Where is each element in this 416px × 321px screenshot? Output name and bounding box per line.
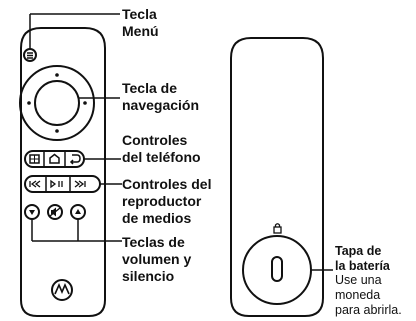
next-track-icon [74, 180, 86, 188]
media-controls [24, 175, 101, 193]
remote-back-body [230, 37, 324, 317]
battery-cover-description: Use una moneda para abrirla. [335, 273, 402, 317]
volume-mute-keys-label: Teclas de volumen y silencio [122, 234, 192, 284]
menu-key-label: Tecla Menú [122, 6, 159, 39]
lock-icon [273, 223, 282, 234]
coin-slot [271, 256, 283, 282]
remote-back [230, 37, 324, 317]
previous-track-icon [29, 180, 41, 188]
menu-key [23, 48, 37, 62]
navigation-key [19, 65, 95, 141]
mute-icon [47, 204, 63, 220]
home-icon [49, 153, 60, 164]
phone-controls [24, 150, 85, 168]
battery-cover-title: Tapa de la batería [335, 244, 390, 273]
media-controls-label: Controles del reproductor de medios [122, 176, 212, 226]
callout-lines [29, 13, 333, 271]
motorola-logo-icon [51, 279, 73, 301]
volume-mute-keys [24, 204, 86, 220]
remote-front-body [20, 27, 106, 317]
battery-cover [242, 235, 312, 305]
back-icon [69, 154, 81, 165]
remote-front [19, 27, 106, 317]
grid-icon [29, 154, 40, 164]
volume-down-icon [24, 204, 40, 220]
phone-controls-label: Controles del teléfono [122, 132, 201, 165]
play-pause-icon [50, 179, 63, 189]
navigation-key-label: Tecla de navegación [122, 80, 200, 113]
volume-up-icon [70, 204, 86, 220]
